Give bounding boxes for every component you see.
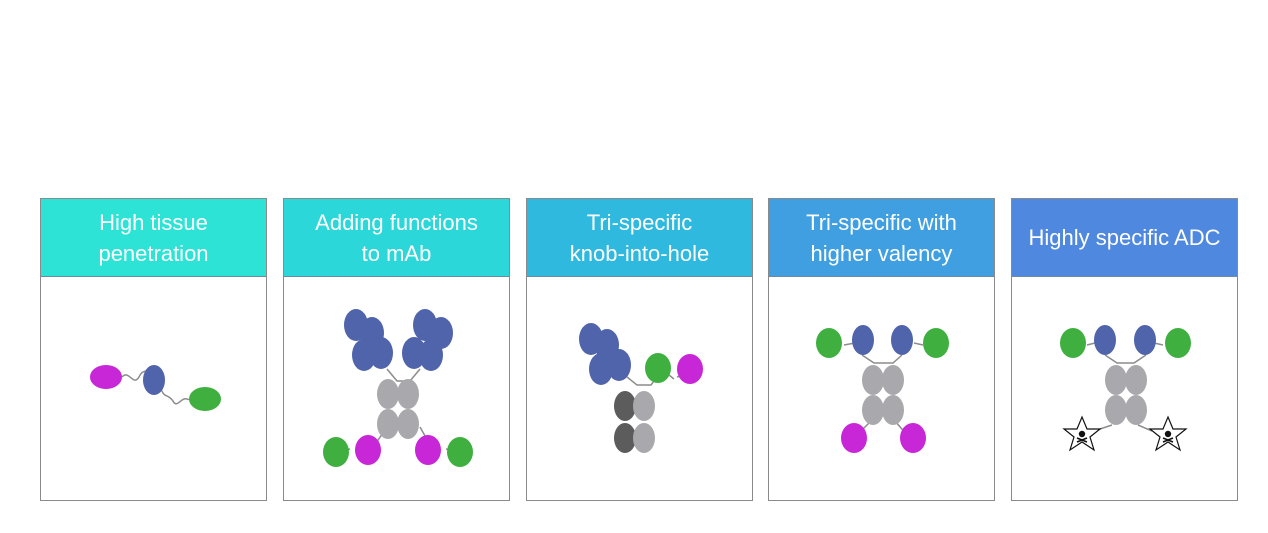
dark-gray-domain xyxy=(614,423,636,453)
panel-2-header: Adding functions to mAb xyxy=(284,199,509,277)
panel-tri-specific-knob-into-hole: Tri-specific knob-into-hole xyxy=(526,198,753,501)
panel-2-title: Adding functions to mAb xyxy=(315,209,478,266)
panel-1-title: High tissue penetration xyxy=(98,209,209,266)
skull-crossbones-star-icon xyxy=(1062,415,1102,452)
panel-adding-functions: Adding functions to mAb xyxy=(283,198,510,501)
mab-fusion-diagram xyxy=(323,309,473,467)
gray-domain xyxy=(1125,365,1147,395)
magenta-domain xyxy=(90,365,122,389)
gray-domain xyxy=(397,409,419,439)
blue-domain xyxy=(891,325,913,355)
blue-domain xyxy=(369,337,393,369)
drug-linker xyxy=(1093,424,1153,432)
knob-into-hole-diagram xyxy=(579,323,703,453)
panel-3-title: Tri-specific knob-into-hole xyxy=(569,209,710,266)
panel-1-header: High tissue penetration xyxy=(41,199,266,277)
hinge-linker xyxy=(386,368,421,382)
hinge-linker xyxy=(1104,354,1147,364)
gray-domain xyxy=(377,409,399,439)
blue-domain xyxy=(1134,325,1156,355)
gray-domain xyxy=(633,391,655,421)
panel-5-title: Highly specific ADC xyxy=(1028,225,1221,250)
gray-domain xyxy=(1105,395,1127,425)
magenta-domain xyxy=(355,435,381,465)
blue-domain xyxy=(419,339,443,371)
green-domain xyxy=(189,387,221,411)
gray-domain xyxy=(862,395,884,425)
dark-gray-domain xyxy=(614,391,636,421)
green-domain xyxy=(645,353,671,383)
panel-tri-specific-higher-valency: Tri-specific with higher valency xyxy=(768,198,995,501)
green-domain xyxy=(323,437,349,467)
panel-highly-specific-adc: Highly specific ADC xyxy=(1011,198,1238,501)
green-domain xyxy=(923,328,949,358)
gray-domain xyxy=(882,365,904,395)
gray-domain xyxy=(1105,365,1127,395)
panel-3-header: Tri-specific knob-into-hole xyxy=(527,199,752,277)
green-domain xyxy=(816,328,842,358)
green-domain xyxy=(1060,328,1086,358)
magenta-domain xyxy=(841,423,867,453)
green-domain xyxy=(1165,328,1191,358)
magenta-domain xyxy=(415,435,441,465)
gray-domain xyxy=(1125,395,1147,425)
blue-domain xyxy=(143,365,165,395)
blue-domain xyxy=(607,349,631,381)
gray-domain xyxy=(862,365,884,395)
tandem-scfv-diagram xyxy=(90,365,221,411)
blue-domain xyxy=(1094,325,1116,355)
panel-high-tissue-penetration: High tissue penetration xyxy=(40,198,267,501)
gray-domain xyxy=(397,379,419,409)
hinge-linker xyxy=(861,354,903,364)
gray-domain xyxy=(882,395,904,425)
skull-crossbones-star-icon xyxy=(1148,415,1188,452)
panel-4-title: Tri-specific with higher valency xyxy=(806,209,957,266)
gray-domain xyxy=(377,379,399,409)
higher-valency-diagram xyxy=(816,325,949,453)
green-domain xyxy=(447,437,473,467)
blue-domain xyxy=(589,353,613,385)
blue-domain xyxy=(852,325,874,355)
adc-diagram xyxy=(1060,325,1191,452)
magenta-domain xyxy=(900,423,926,453)
gray-domain xyxy=(633,423,655,453)
panel-4-header: Tri-specific with higher valency xyxy=(769,199,994,277)
magenta-domain xyxy=(677,354,703,384)
panel-5-header: Highly specific ADC xyxy=(1012,199,1237,277)
